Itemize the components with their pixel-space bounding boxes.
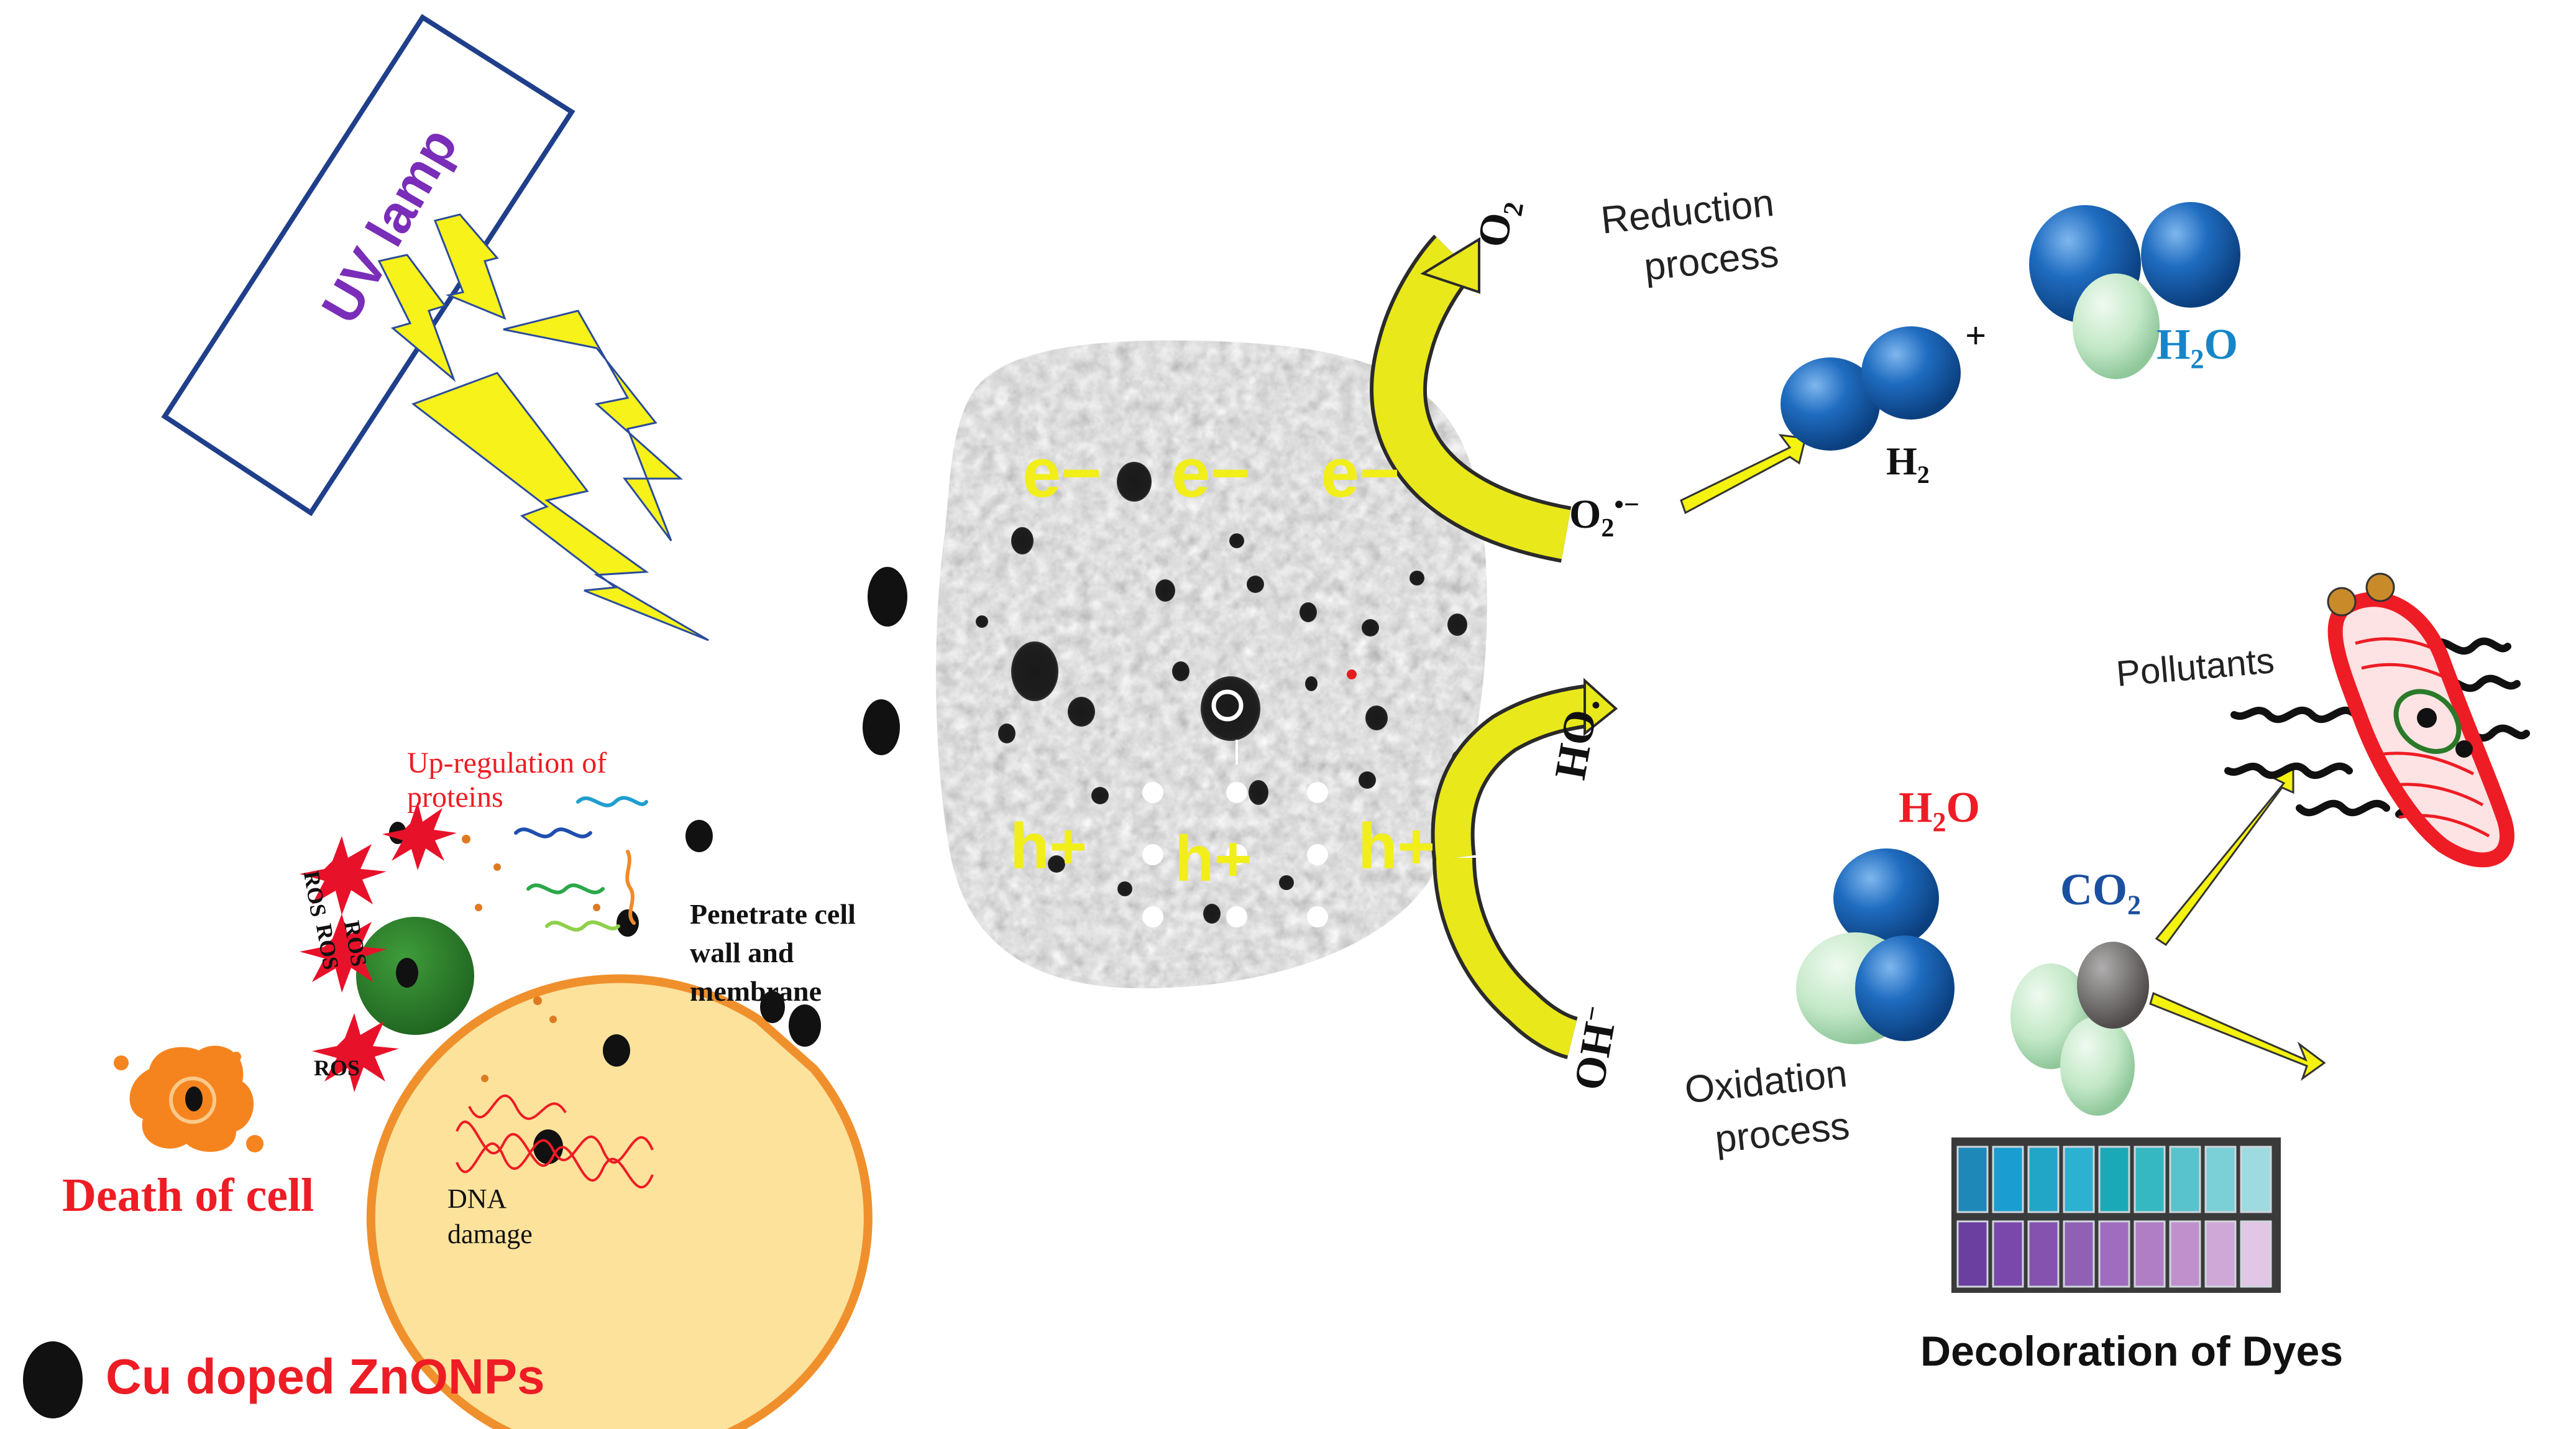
h2-label: H2 [1886,439,1930,489]
arrow-to-h2 [1680,434,1807,515]
electron-label: e− [1022,434,1102,512]
plus-sign: + [1965,315,1987,356]
electron-label: e− [1321,434,1400,512]
dead-cell-icon [114,1045,264,1152]
dye-vial [2134,1146,2166,1213]
upregulation-label: Up-regulation of proteins [407,747,607,814]
bacterium-icon [2224,572,2530,868]
hole-dot [1307,906,1328,927]
dye-vial [1956,1220,1989,1288]
dye-vial [2169,1146,2201,1213]
dye-vials-photo [1951,1137,2281,1293]
oxidation-arrow-up [1431,678,1618,861]
superoxide-label: O2•− [1569,489,1639,543]
arrow-to-pollutants [2155,766,2294,947]
dye-vial [2027,1220,2060,1288]
hole-dot [1307,844,1328,865]
particle-spot [1048,855,1065,873]
hole-label: h+ [1010,811,1088,883]
particle-spot [1091,787,1109,804]
hole-dot [1142,906,1163,927]
dye-vial [2027,1146,2060,1213]
dye-vial [2098,1220,2130,1288]
oxidation-arrow-down [1432,857,1579,1059]
arrow-to-dyes [2149,991,2326,1081]
h2o-molecule-bottom [1796,848,1955,1044]
legend-label: Cu doped ZnONPs [106,1349,545,1404]
h2-molecule [1781,326,1961,451]
dyes-caption: Decoloration of Dyes [1920,1328,2344,1375]
dye-vial [1992,1220,2024,1288]
penetrate-label: Penetrate cell wall and membrane [690,898,856,1008]
dye-vial [2134,1220,2166,1288]
h2o-molecule-top [2029,202,2240,379]
o2-label: O2 [1469,200,1530,251]
particle-spot [1011,527,1034,554]
particle-spot [1201,676,1260,741]
uv-lamp [161,14,575,517]
dye-vial [2240,1220,2272,1288]
dye-vial [2204,1146,2237,1213]
particle-spot [1203,904,1221,924]
cell-diagram [300,796,873,1429]
particle-spot [1011,641,1058,701]
co2-label: CO2 [2060,865,2141,921]
electron-label: e− [1171,434,1251,512]
particle-spot [1447,613,1467,636]
dye-vial [1956,1146,1989,1213]
death-of-cell-label: Death of cell [62,1169,314,1221]
dye-vial [2240,1146,2272,1213]
particle-spot [1117,462,1152,502]
rotate-icon [1211,689,1244,722]
particle-spot [1299,602,1317,622]
dye-vial [2063,1220,2095,1288]
particle-spot [1365,705,1388,730]
dye-vial [2169,1220,2201,1288]
nanoparticle-dot [863,699,900,755]
particle-spot [1172,661,1189,681]
particle-spot [1305,676,1318,691]
reduction-arrow [1370,234,1572,563]
hole-dot [1142,844,1163,865]
dye-vial [2098,1146,2130,1213]
dye-vial [2063,1146,2095,1213]
particle-spot [976,615,988,628]
particle-spot [1409,571,1424,586]
particle-spot [1247,576,1264,593]
particle-spot [1249,780,1268,805]
dye-vial [2204,1220,2237,1288]
ros-label: ROS [314,1055,360,1080]
legend-dot-icon [23,1341,83,1418]
particle-spot [1068,697,1095,727]
hole-dot-grid [1142,782,1328,927]
particle-spot [1229,533,1244,548]
hole-dot [1226,844,1247,865]
particle-spot [1362,619,1379,636]
oxidation-process-label: Oxidation process [1682,1052,1852,1162]
reduction-process-label: Reduction process [1598,181,1781,289]
nanoparticle-dot [868,567,907,627]
particle-spot [1359,771,1376,789]
hole-dot [1226,782,1247,803]
hole-dot [1307,782,1328,803]
h2o-label-bottom: H2O [1899,784,1980,837]
dna-damage-label: DNA damage [447,1183,533,1250]
hole-label: h+ [1358,811,1436,883]
dye-vial [1992,1146,2024,1213]
hole-label: h+ [1175,823,1252,895]
hole-dot [1142,782,1163,803]
h2o-label-top: H2O [2157,321,2238,374]
particle-spot [1117,881,1132,896]
particle-spot [1279,875,1294,890]
particle-spot [998,724,1015,743]
lightning-icon [377,213,709,641]
hole-dot [1226,906,1247,927]
co2-molecule [2010,942,2149,1116]
particle-spot [1155,579,1175,602]
